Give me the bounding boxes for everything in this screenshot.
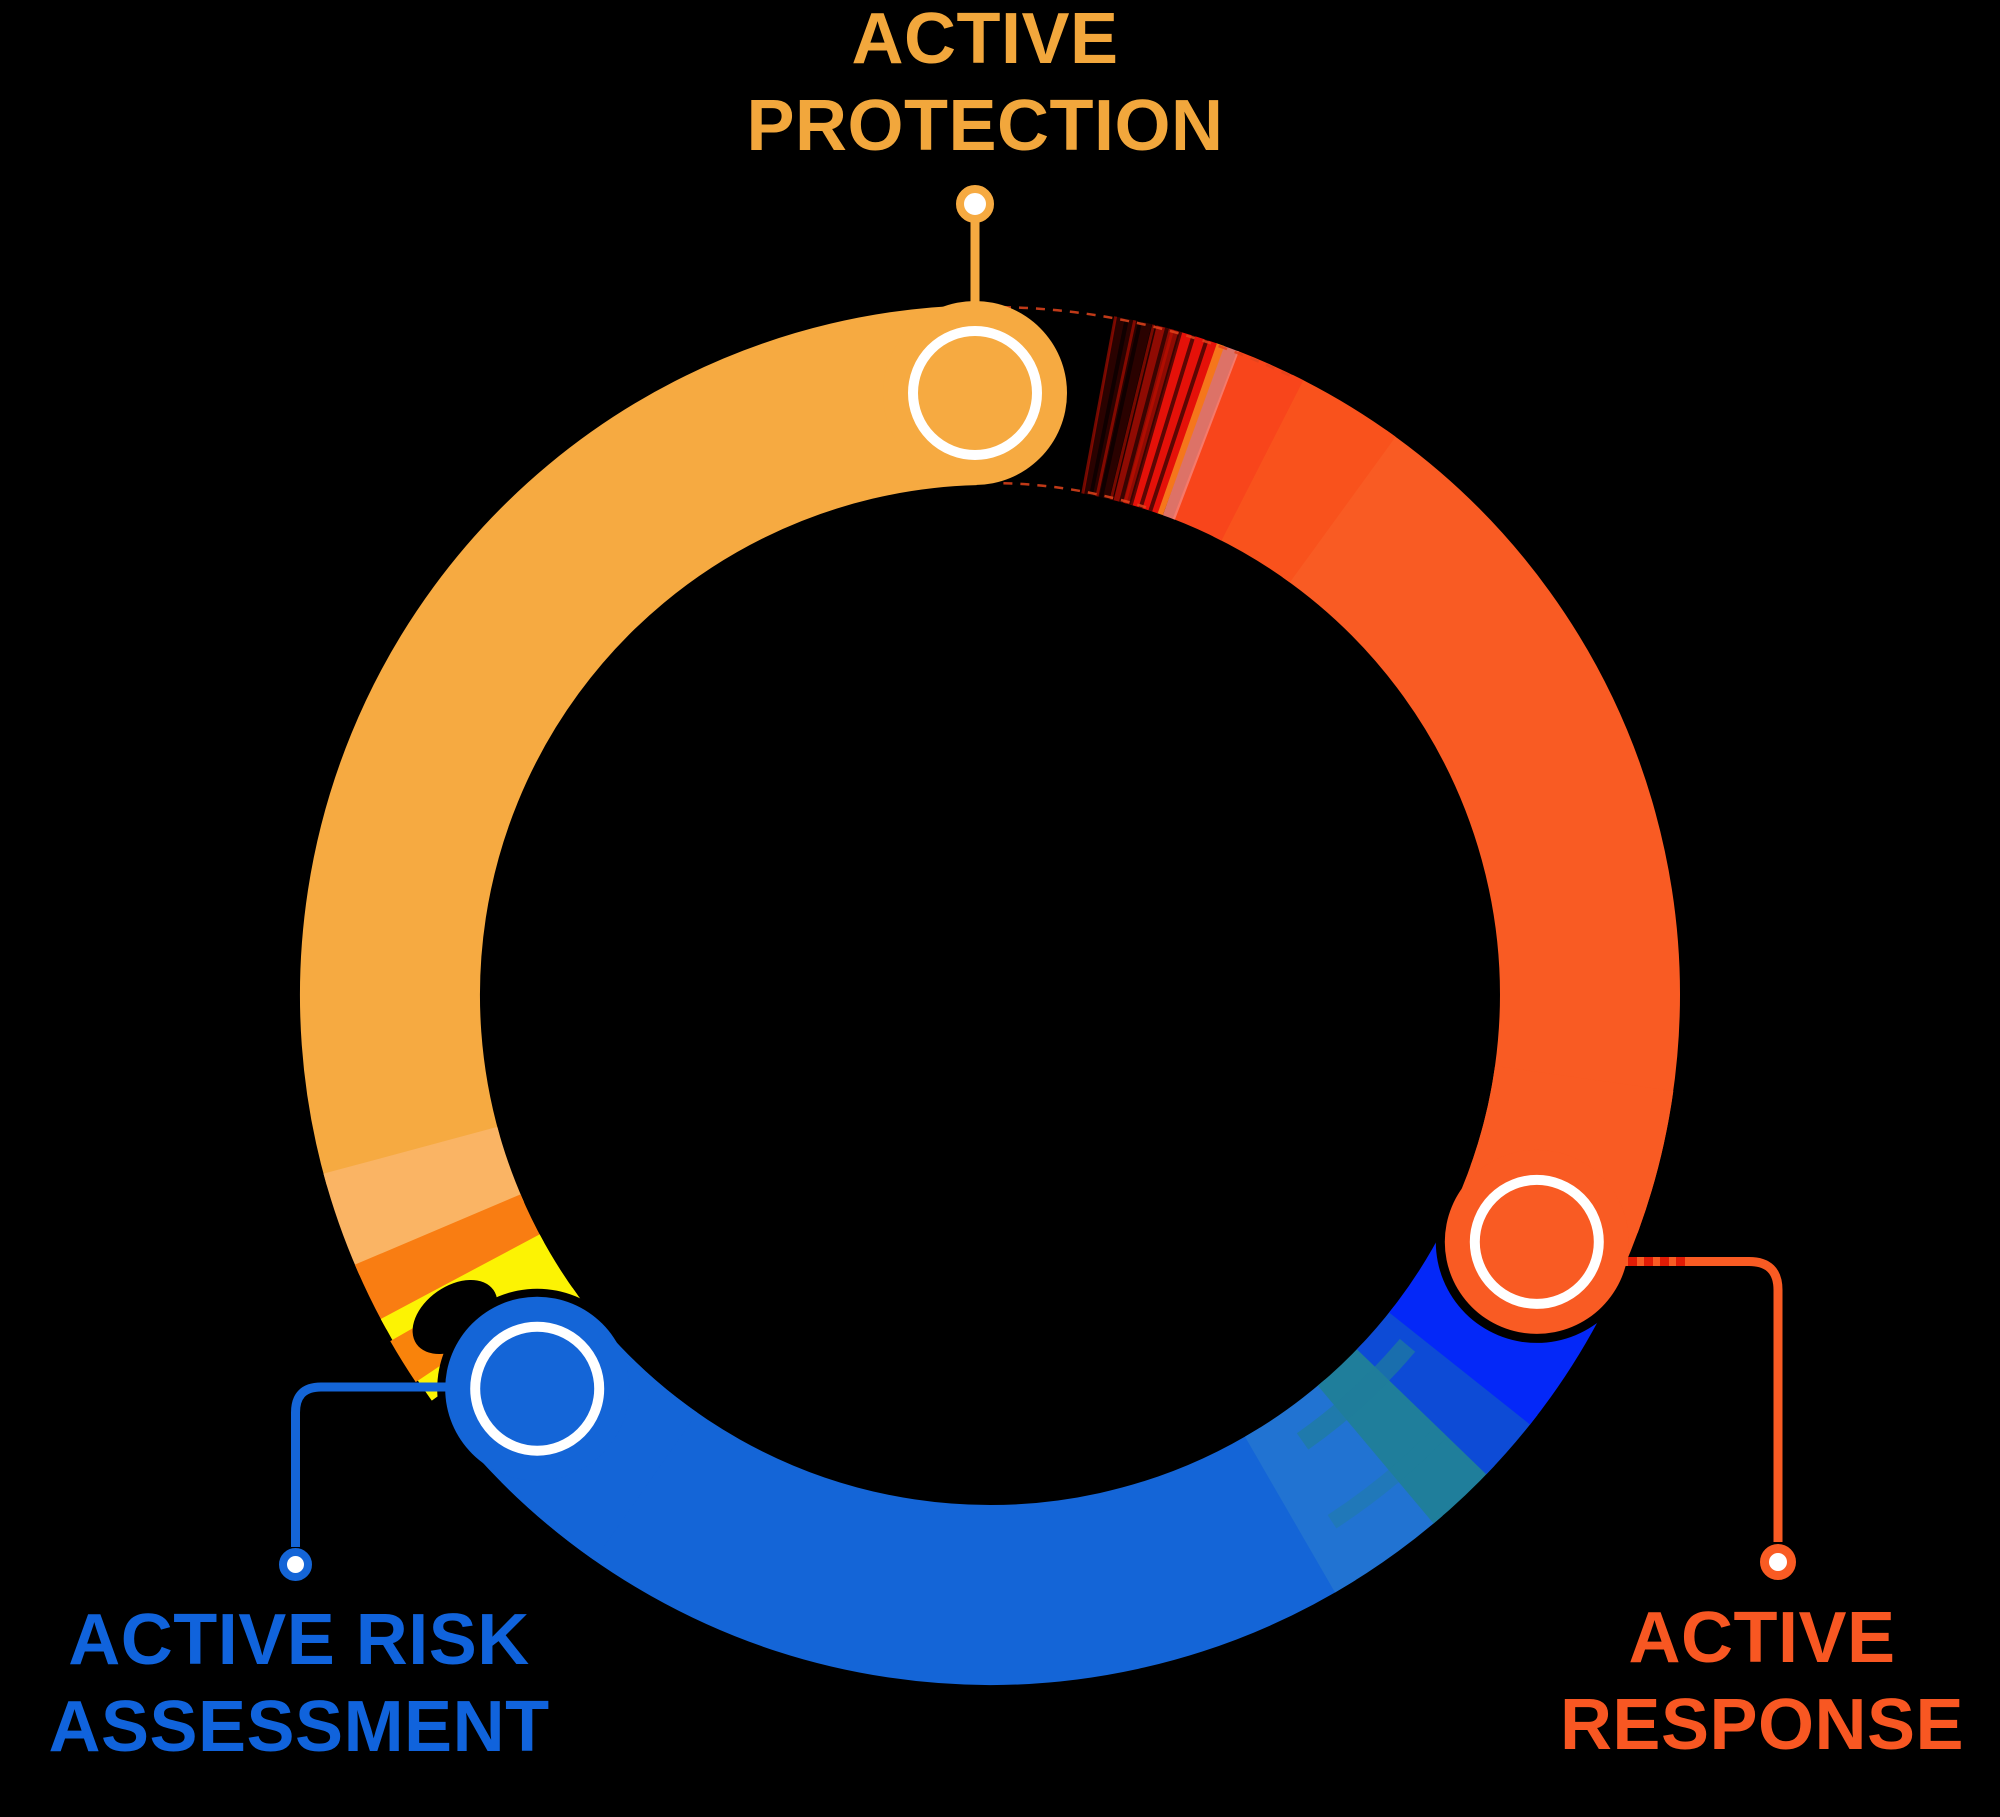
risk-connector-dot [279, 1548, 312, 1581]
protection-arc-pale-band [323, 1125, 525, 1276]
risk-connector [279, 1382, 460, 1581]
response-arc-band-1 [1212, 374, 1396, 584]
response-arc-noise-dashes-red [1073, 314, 1175, 504]
risk-marker-circle [470, 1321, 605, 1456]
protection-marker-circle [908, 326, 1042, 460]
protection-connector [956, 185, 994, 370]
protection-arc-main [299, 305, 978, 1186]
active-protection-label: ACTIVE PROTECTION [685, 0, 1285, 170]
risk-arc-teal-ripple-1 [1296, 1338, 1416, 1450]
response-marker-circle [1469, 1174, 1604, 1309]
response-arc-pink-band [1162, 345, 1239, 520]
active-protection-label-line2: PROTECTION [746, 86, 1224, 166]
risk-connector-line [291, 1382, 460, 1547]
response-connector-line [1612, 1257, 1783, 1542]
active-protection-label-line1: ACTIVE [851, 0, 1119, 79]
active-response-label-line2: RESPONSE [1559, 1685, 1965, 1765]
response-arc-noise-dashes-black [1081, 316, 1209, 512]
risk-arc-teal-ripple-2 [1327, 1425, 1448, 1529]
artifact-dash-inner [1003, 481, 1149, 510]
active-risk-assessment-label-line2: ASSESSMENT [48, 1687, 550, 1767]
protection-connector-dot [956, 185, 994, 223]
protection-arc [299, 305, 978, 1401]
response-arc-band-2 [1171, 350, 1304, 542]
active-risk-assessment-label: ACTIVE RISK ASSESSMENT [0, 1597, 599, 1771]
active-response-label-line1: ACTIVE [1628, 1598, 1896, 1678]
response-arc-orange-stripe [1156, 343, 1225, 516]
response-connector [1612, 1257, 1796, 1580]
risk-arc [469, 1225, 1605, 1685]
response-connector-dot [1760, 1544, 1796, 1580]
artifact-dash-outer [1001, 305, 1293, 378]
active-response-label: ACTIVE RESPONSE [1462, 1595, 2000, 1769]
active-risk-assessment-label-line1: ACTIVE RISK [68, 1600, 530, 1680]
